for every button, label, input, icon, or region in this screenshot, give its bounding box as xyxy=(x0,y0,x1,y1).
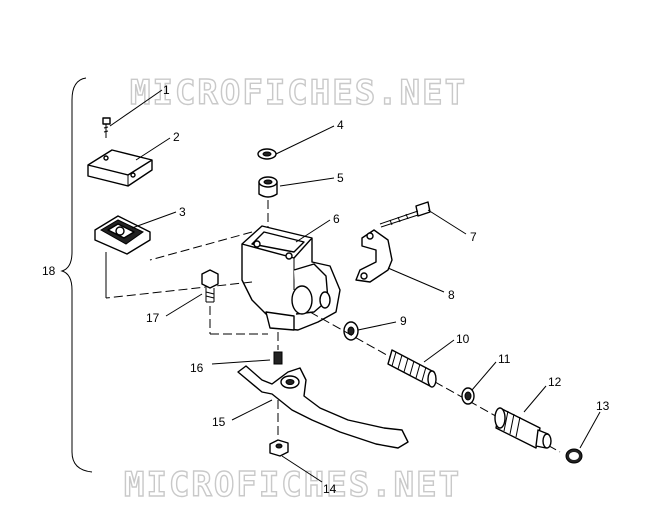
callout-5: 5 xyxy=(337,171,344,185)
part-15-lever xyxy=(237,365,409,449)
callout-10: 10 xyxy=(456,332,470,346)
part-6-master-cylinder xyxy=(241,225,341,331)
watermark-top: MICROFICHES.NET xyxy=(130,73,467,113)
assembly-brace xyxy=(60,77,93,473)
callout-12: 12 xyxy=(548,375,562,389)
part-5-bushing xyxy=(258,176,278,198)
part-12-piston xyxy=(494,407,552,449)
callout-2: 2 xyxy=(173,130,180,144)
part-4-washer xyxy=(257,148,277,160)
part-8-clamp xyxy=(355,229,393,283)
callout-6: 6 xyxy=(333,212,340,226)
part-1-screw xyxy=(102,117,111,138)
watermark-bottom: MICROFICHES.NET xyxy=(124,465,461,505)
part-10-spring xyxy=(387,349,437,388)
callout-16: 16 xyxy=(190,361,204,375)
callout-4: 4 xyxy=(337,118,344,132)
callout-13: 13 xyxy=(596,399,610,413)
part-17-pivot-bolt xyxy=(201,269,219,303)
part-14-nut xyxy=(269,439,289,457)
callout-11: 11 xyxy=(498,352,511,366)
callout-9: 9 xyxy=(400,314,407,328)
callout-15: 15 xyxy=(212,415,226,429)
axis-line xyxy=(105,281,253,299)
callout-18: 18 xyxy=(42,264,56,278)
callout-17: 17 xyxy=(146,311,160,325)
leader-lines xyxy=(109,89,601,483)
callout-3: 3 xyxy=(179,205,186,219)
callout-1: 1 xyxy=(163,83,170,97)
callout-7: 7 xyxy=(470,230,477,244)
part-9-washer xyxy=(343,321,359,341)
part-16-pin xyxy=(273,351,283,365)
part-3-diaphragm xyxy=(94,215,151,255)
part-7-bolt xyxy=(379,201,431,228)
axis-line xyxy=(149,231,253,261)
part-13-o-ring xyxy=(565,448,583,464)
callout-14: 14 xyxy=(323,482,337,496)
part-2-cover xyxy=(87,149,153,187)
callout-8: 8 xyxy=(448,288,455,302)
part-11-washer xyxy=(461,387,475,405)
